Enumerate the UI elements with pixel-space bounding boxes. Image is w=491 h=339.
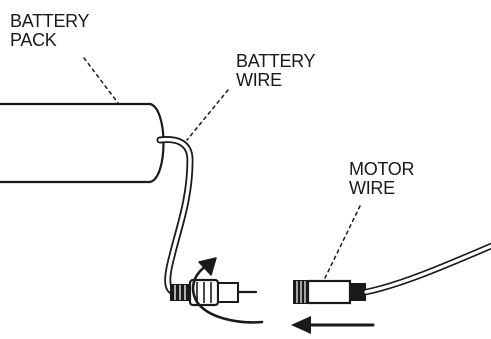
battery-pack-label-line1: BATTERY xyxy=(10,11,90,31)
leader-motor-wire xyxy=(324,205,361,279)
motor-wire-label: MOTOR WIRE xyxy=(349,160,414,198)
push-arrow-icon xyxy=(291,316,375,334)
leader-battery-wire xyxy=(186,89,229,141)
motor-connector-body xyxy=(306,279,352,305)
motor-wire-label-line1: MOTOR xyxy=(349,159,415,179)
battery-wire xyxy=(156,136,194,296)
battery-connector xyxy=(170,278,258,307)
battery-pack-label-line2: PACK xyxy=(10,30,57,50)
motor-wire xyxy=(362,242,491,296)
battery-wire-label-line1: BATTERY xyxy=(236,51,316,71)
battery-pack xyxy=(0,102,165,184)
motor-connector xyxy=(293,279,366,305)
battery-connector-tip xyxy=(217,282,239,303)
leader-lines xyxy=(83,57,361,279)
leader-battery-pack xyxy=(83,57,119,104)
rotate-arrow-icon xyxy=(191,257,264,324)
battery-pack-label: BATTERY PACK xyxy=(10,11,90,50)
motor-connector-strain-relief xyxy=(350,283,366,301)
battery-wire-label: BATTERY WIRE xyxy=(236,51,316,90)
battery-wire-label-line2: WIRE xyxy=(236,70,282,90)
motor-wire-label-line2: WIRE xyxy=(349,178,395,198)
